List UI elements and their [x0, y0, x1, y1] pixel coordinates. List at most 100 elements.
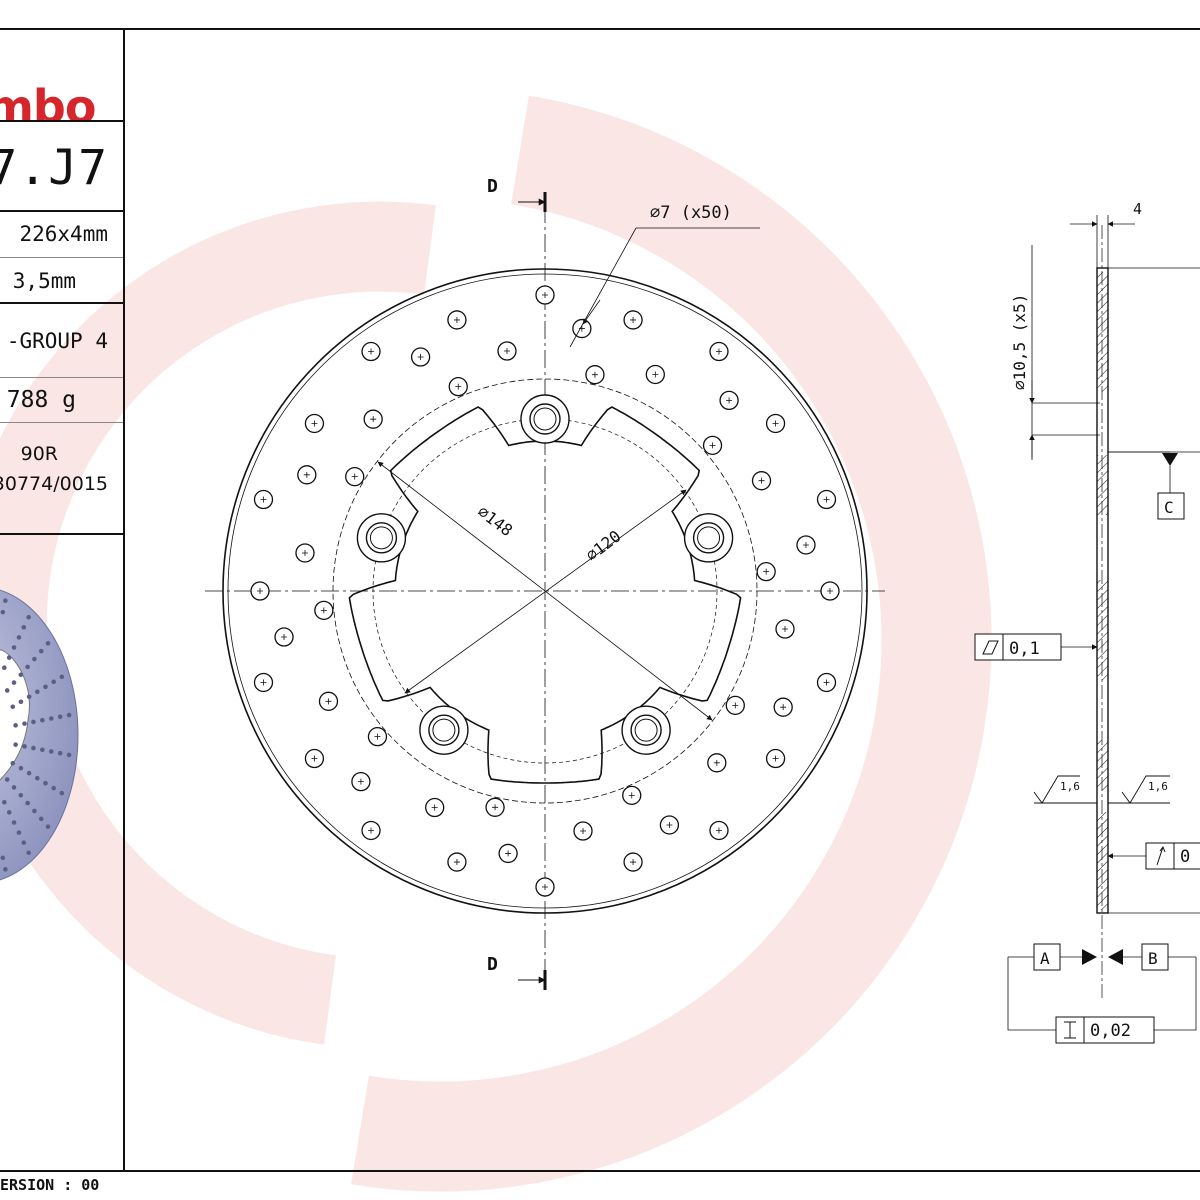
preview-hole [4, 688, 10, 693]
svg-text:0,1: 0,1 [1009, 639, 1040, 659]
code-cell: 7.J7 [0, 0, 122, 210]
title-block-divider [0, 210, 123, 212]
title-block-divider [0, 257, 123, 258]
preview-hole [35, 689, 40, 695]
drilled-hole [707, 753, 727, 773]
drilled-hole [622, 785, 642, 806]
drilled-hole [250, 581, 270, 601]
flatness-tolerance: 0,1 [974, 633, 1098, 661]
preview-hole [45, 641, 51, 646]
preview-hole [59, 790, 65, 796]
diameter-dimensions [377, 227, 760, 721]
pcd-circle [372, 418, 718, 764]
preview-hole [10, 704, 16, 710]
drilled-hole [535, 877, 555, 897]
preview-hole [11, 820, 17, 825]
preview-hole [3, 598, 8, 603]
min-thickness: 3,5mm [12, 269, 76, 293]
section-marker-top: D [487, 176, 547, 212]
drilled-hole [585, 365, 605, 385]
preview-hole [11, 645, 17, 650]
surface-roughness-left [1033, 775, 1097, 804]
preview-hole [11, 680, 17, 685]
svg-text:A: A [1040, 949, 1050, 968]
mount-hole-callout: ⌀10,5 (x5) [1010, 294, 1029, 390]
preview-hole [26, 770, 32, 776]
title-block-divider [0, 120, 123, 122]
preview-hole [48, 749, 54, 754]
preview-hole [51, 679, 56, 685]
preview-hole [32, 656, 37, 662]
preview-hole [38, 648, 44, 654]
disc-weight: 788 g [6, 387, 76, 413]
drilled-hole [816, 489, 837, 510]
section-marker-bottom: D [487, 954, 547, 990]
drilled-hole [363, 409, 383, 429]
preview-hole [18, 765, 24, 771]
homologation-number: 30774/0015 [0, 473, 108, 495]
drilled-hole [725, 695, 745, 715]
disc-group: -GROUP 4 [6, 329, 108, 353]
drilled-hole [623, 852, 643, 872]
title-block-divider [0, 302, 123, 304]
preview-hole [11, 785, 17, 790]
drilled-hole [304, 748, 325, 769]
runout-tolerance: 0 [1107, 842, 1200, 870]
preview-hole [21, 625, 27, 630]
preview-hole [57, 714, 63, 720]
drilled-hole [659, 815, 680, 835]
datum-c: C [1108, 451, 1185, 520]
preview-hole [40, 747, 45, 753]
drilled-hole [274, 627, 294, 647]
weight-cell: 788 g [0, 378, 122, 422]
preview-hole [66, 752, 72, 758]
preview-hole [57, 750, 63, 756]
preview-hole [26, 694, 32, 700]
drilled-hole [410, 347, 431, 367]
preview-hole [38, 816, 44, 822]
preview-hole [45, 824, 51, 829]
preview-hole [6, 655, 12, 660]
preview-hole [31, 719, 36, 725]
drilled-hole [447, 852, 467, 872]
drilled-hole [497, 341, 517, 361]
drilled-hole [765, 413, 786, 434]
preview-hole [40, 717, 45, 723]
svg-text:D: D [487, 176, 498, 197]
drilled-hole [756, 562, 776, 582]
homologation-cell: 90R 30774/0015 [0, 423, 122, 533]
preview-hole [66, 712, 72, 718]
preview-hole [18, 672, 24, 678]
drilled-hole [765, 748, 786, 769]
group-cell: -GROUP 4 [0, 304, 122, 377]
drilled-hole [297, 465, 317, 485]
preview-hole [0, 609, 6, 615]
preview-hole [22, 721, 27, 726]
preview-hole [35, 775, 40, 781]
drilled-hole [820, 581, 840, 601]
drilled-hole [367, 726, 388, 747]
disc-inner-ring [332, 378, 758, 804]
mounting-hole [621, 705, 671, 755]
dimension-148: ⌀148 [474, 502, 516, 540]
disc-dimensions: 226x4mm [19, 222, 108, 246]
disc-preview-image [0, 589, 79, 881]
mounting-hole [683, 513, 734, 563]
drilled-hole [253, 672, 274, 693]
brand-logo: mbo [0, 80, 96, 120]
drilled-hole [709, 341, 729, 362]
preview-hole [16, 830, 22, 835]
drilled-hole [719, 390, 739, 411]
drilled-hole [702, 435, 723, 456]
title-block-divider [0, 422, 123, 423]
thickness-value: 4 [1133, 200, 1142, 218]
drilled-hole [775, 619, 795, 639]
mounting-hole [356, 513, 407, 563]
drilled-hole [318, 691, 339, 711]
preview-hole [18, 792, 24, 798]
drilled-hole [773, 697, 793, 717]
svg-text:0,02: 0,02 [1090, 1021, 1131, 1041]
